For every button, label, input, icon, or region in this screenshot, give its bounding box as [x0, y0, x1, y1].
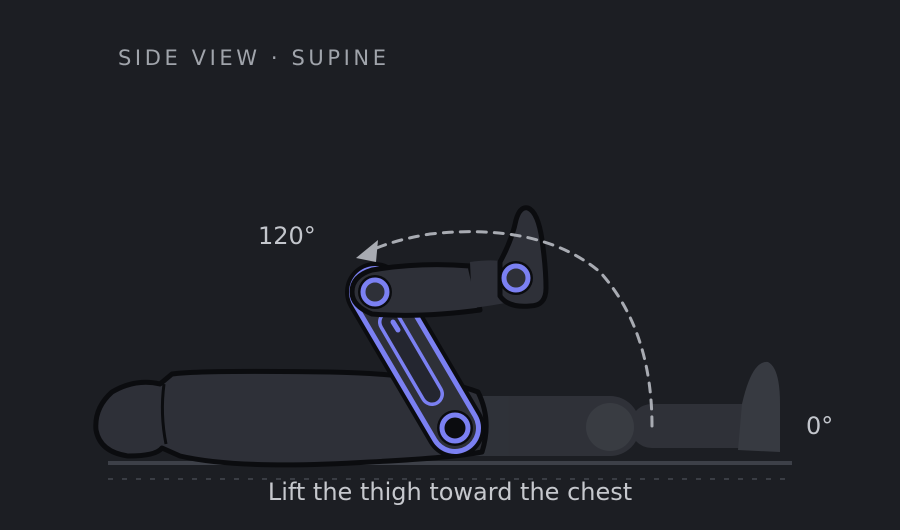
- torso-silhouette: [93, 368, 489, 468]
- angle-label-0: 0°: [806, 412, 834, 440]
- view-label: SIDE VIEW · SUPINE: [118, 46, 390, 70]
- ankle-joint: [499, 261, 533, 295]
- neck-line: [160, 383, 168, 445]
- instruction-caption: Lift the thigh toward the chest: [267, 478, 633, 506]
- motion-arc: [370, 230, 654, 428]
- knee-joint: [358, 275, 392, 309]
- arc-arrowhead-icon: [356, 240, 378, 262]
- hip-joint: [437, 410, 473, 446]
- angle-label-120: 120°: [258, 222, 316, 250]
